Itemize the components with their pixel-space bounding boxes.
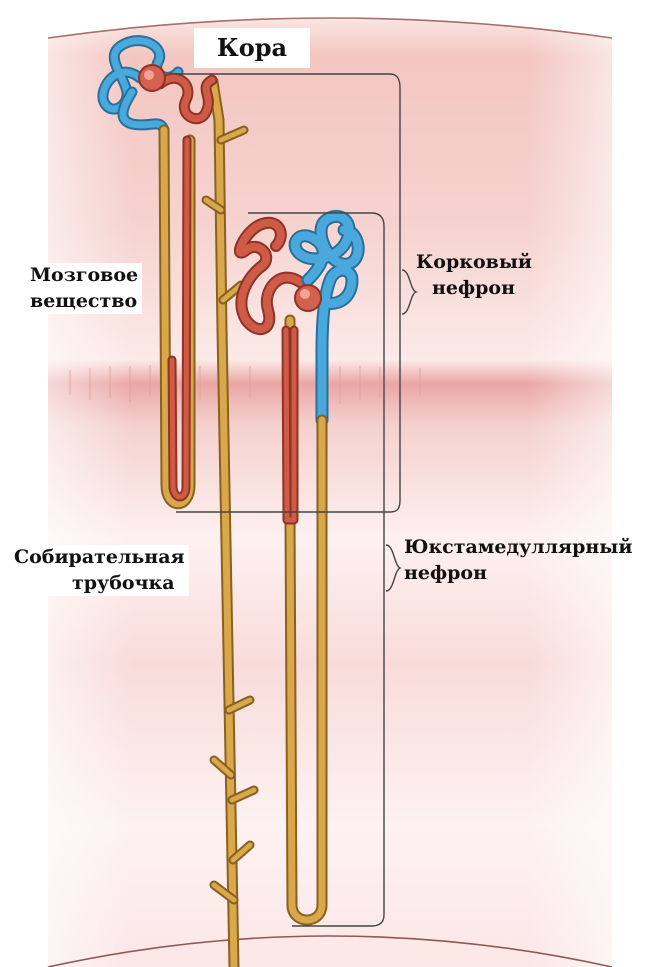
cortex-label: Кора [194,28,310,68]
collecting-duct-label: Собирательная трубочка [10,545,189,596]
juxtamedullary-nephron-label-line-1: Юкстамедуллярный [404,535,632,561]
tissue-background [48,18,612,967]
cortical-glomerulus [139,65,165,91]
cortical-nephron-label-line-2: нефрон [416,276,532,302]
cortical-nephron-label-line-1: Корковый [416,250,532,276]
juxtamedullary-glomerulus [295,285,321,311]
juxtamedullary-nephron-label-line-2: нефрон [404,561,632,587]
medulla-label: Мозговое вещество [26,263,142,314]
collecting-duct-label-line-2: трубочка [14,571,185,597]
cortical-nephron-label: Корковый нефрон [412,250,536,301]
juxtamedullary-nephron-label: Юкстамедуллярный нефрон [400,535,636,586]
medulla-label-line-2: вещество [30,289,138,315]
medulla-label-line-1: Мозговое [30,263,138,289]
collecting-duct-label-line-1: Собирательная [14,545,185,571]
